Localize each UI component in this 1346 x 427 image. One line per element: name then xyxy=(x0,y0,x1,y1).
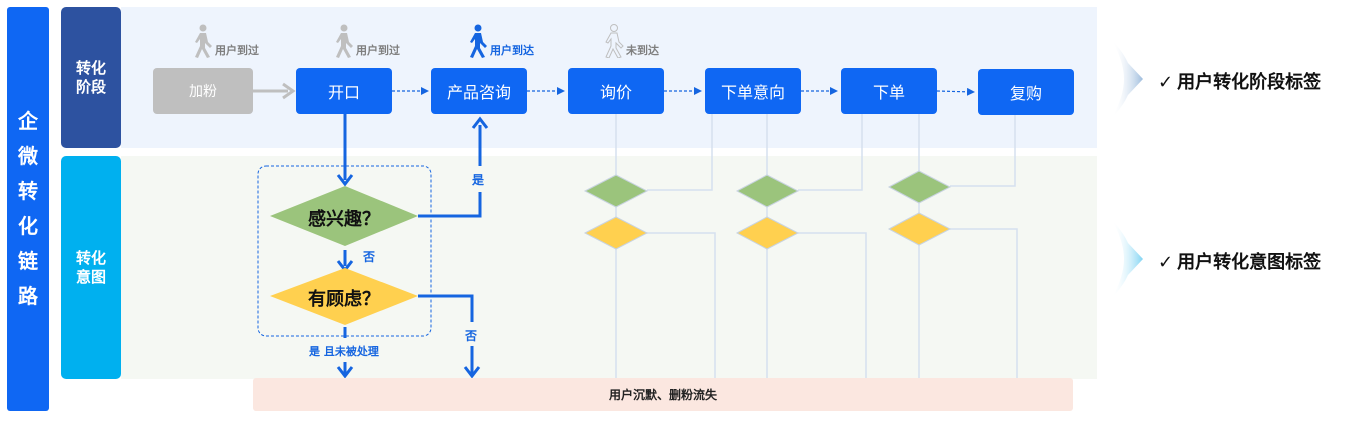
concern-diamond-small xyxy=(887,212,952,246)
person-walking-icon xyxy=(336,24,353,58)
intent-tag-label: 用户转化意图标签 xyxy=(1177,252,1322,273)
walker-label: 用户到过 xyxy=(356,44,400,57)
walker-not-reached: 未到达 xyxy=(603,24,659,58)
chain-title-char: 链 xyxy=(18,249,38,273)
chain-title-char: 微 xyxy=(18,144,38,168)
stage-price-inquiry[interactable]: 询价 xyxy=(568,68,664,114)
person-walking-icon xyxy=(195,24,212,58)
concern-diamond-small xyxy=(583,216,649,250)
stage-tag-label: 用户转化阶段标签 xyxy=(1177,72,1322,93)
interest-diamond xyxy=(270,186,418,246)
stage-order-intent[interactable]: 下单意向 xyxy=(705,68,801,114)
row-label-line: 阶段 xyxy=(75,77,106,96)
person-walking-outline-icon xyxy=(605,24,624,58)
intent-tag-arrow xyxy=(1112,220,1143,298)
no-label: 否 xyxy=(363,250,376,264)
stage-open-talk[interactable]: 开口 xyxy=(296,68,392,114)
row-label-stage: 转化阶段 xyxy=(61,7,121,148)
chain-title-char: 化 xyxy=(18,214,38,238)
stage-repurchase[interactable]: 复购 xyxy=(978,69,1074,115)
interest-question: 感兴趣？ xyxy=(308,209,380,230)
walker-label: 未到达 xyxy=(626,44,659,57)
walker-visited: 用户到过 xyxy=(192,24,259,58)
chain-title-char: 企 xyxy=(18,109,38,133)
interest-diamond-small xyxy=(887,170,952,204)
stage-add-fan[interactable]: 加粉 xyxy=(153,68,253,114)
row-label-line: 意图 xyxy=(75,267,106,286)
yes-unhandled-label: 是 且未被处理 xyxy=(309,345,379,358)
intent-tree-lines xyxy=(615,114,1018,378)
walker-visited: 用户到过 xyxy=(333,24,400,58)
concern-diamond xyxy=(270,268,418,325)
row-label-intent: 转化意图 xyxy=(61,156,121,379)
chain-title-bar: 企 微 转 化 链 路 xyxy=(7,7,49,411)
interest-diamond-small xyxy=(583,174,649,208)
row-label-line: 转化 xyxy=(75,248,106,267)
row-label-line: 转化 xyxy=(75,58,106,77)
no-label: 否 xyxy=(465,329,478,343)
check-icon: ✓ xyxy=(1158,72,1174,93)
churn-label: 用户沉默、删粉流失 xyxy=(608,388,717,402)
walker-reached: 用户到达 xyxy=(467,24,534,58)
concern-question: 有顾虑？ xyxy=(308,289,380,310)
concern-diamond-small xyxy=(735,216,800,250)
intent-tag: ✓用户转化意图标签 xyxy=(1158,248,1321,274)
chain-title-char: 转 xyxy=(18,179,38,203)
decision-group-box xyxy=(257,165,432,337)
stage-tag: ✓用户转化阶段标签 xyxy=(1158,68,1321,94)
walker-label: 用户到过 xyxy=(215,44,259,57)
interest-diamond-small xyxy=(735,174,800,208)
stage-tag-arrow xyxy=(1112,40,1143,118)
person-walking-icon xyxy=(470,24,487,58)
check-icon: ✓ xyxy=(1158,252,1174,273)
churn-bar: 用户沉默、删粉流失 xyxy=(253,378,1073,411)
stage-product-inquiry[interactable]: 产品咨询 xyxy=(431,68,527,114)
stage-order[interactable]: 下单 xyxy=(841,68,937,114)
walker-label: 用户到达 xyxy=(490,44,534,57)
chain-title-char: 路 xyxy=(18,284,38,308)
yes-label: 是 xyxy=(472,173,485,187)
